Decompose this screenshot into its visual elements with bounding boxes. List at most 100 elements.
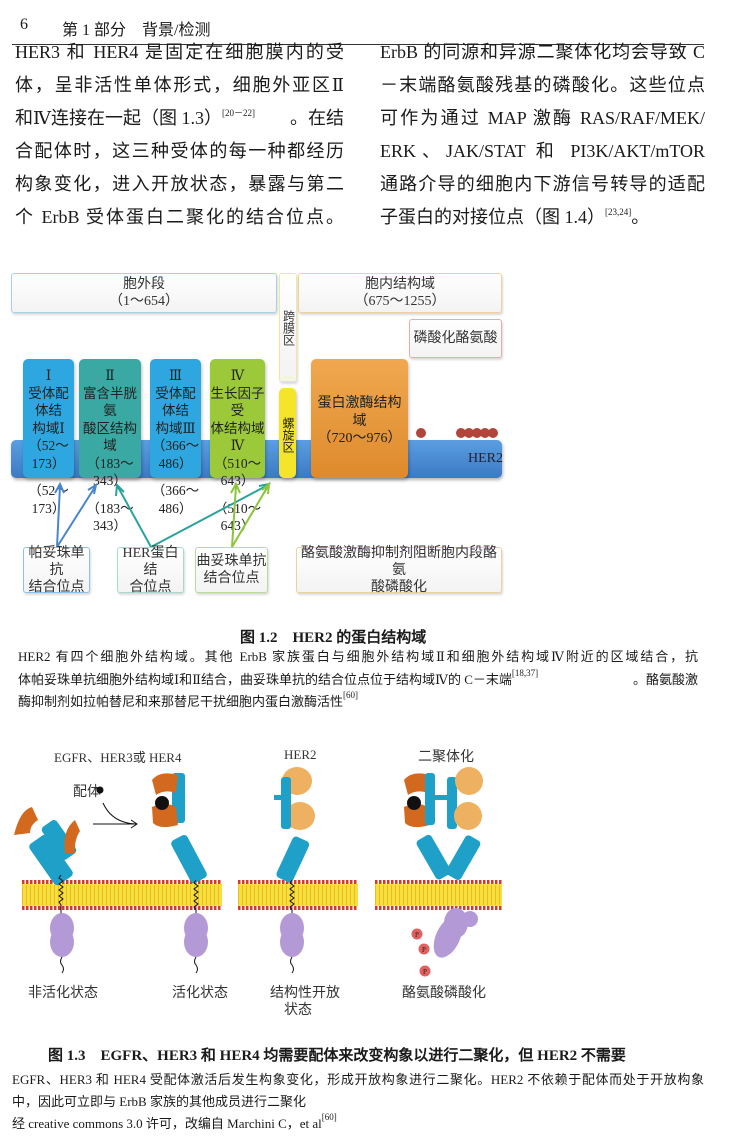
- label: 合位点: [129, 579, 172, 595]
- label: Ⅰ: [45, 368, 52, 383]
- caption-text: 酶抑制剂如拉帕替尼和来那替尼干扰细胞内蛋白激酶活性: [18, 694, 344, 709]
- figure-1-3-caption: 图 1.3 EGFR、HER3 和 HER4 均需要配体来改变构象以进行二聚化，…: [48, 1048, 626, 1064]
- active-receptor: [152, 773, 208, 974]
- tki-box: 酪氨酸激酶抑制剂阻断胞内段酪氨酸磷酸化: [296, 546, 502, 595]
- figure-1-2-caption: 图 1.2 HER2 的蛋白结构域: [240, 630, 427, 646]
- caption-line: EGFR、HER3 和 HER4 受配体激活后发生构象变化，形成开放构象进行二聚…: [12, 1072, 704, 1087]
- range: （510～643）: [213, 455, 262, 489]
- range: （52～173）: [28, 438, 69, 471]
- phospho-dot: [464, 428, 474, 438]
- caption-line: 体帕妥珠单抗细胞外结构域Ⅰ和Ⅱ结合，曲妥珠单抗的结合位点位于结构域Ⅳ的 C－末端…: [18, 668, 698, 689]
- range: （720～976）: [317, 431, 402, 446]
- her-binding-arrows: [115, 482, 271, 548]
- label: 蛋白激酶结构域: [317, 396, 402, 429]
- label: 构域Ⅲ: [155, 420, 196, 436]
- label: 受体配体结: [155, 385, 196, 419]
- body-text: 和Ⅳ连接在一起（图 1.3）: [15, 108, 222, 128]
- kinase-domain: 蛋白激酶结构域 （720～976）: [311, 359, 408, 478]
- phospho-dot: [488, 428, 498, 438]
- label: 酸区结构域: [83, 420, 137, 454]
- her-binding-site: HER蛋白结合位点: [117, 545, 184, 595]
- label: Ⅳ: [230, 368, 245, 383]
- range: （366～486）: [151, 438, 200, 471]
- extracellular-box: 胞外段 （1～654）: [11, 273, 277, 313]
- body-text: 。在结: [290, 108, 344, 128]
- label: 结合位点: [203, 571, 260, 586]
- body-line: 个 ErbB 受体蛋白二聚化的结合位点。: [15, 207, 344, 227]
- label: 帕妥珠单抗: [28, 545, 85, 578]
- p-label: P: [422, 946, 426, 954]
- caption-line: HER2 有四个细胞外结构域。其他 ErbB 家族蛋白与细胞外结构域Ⅱ和细胞外结…: [18, 649, 698, 664]
- p-label: P: [415, 931, 419, 939]
- body-text: 。: [631, 207, 650, 227]
- label: 构域Ⅰ: [32, 420, 65, 436]
- receptor-diagram: P P P: [14, 767, 502, 977]
- state-open: 结构性开放: [270, 986, 340, 1001]
- caption-line: 经 creative commons 3.0 许可，改编自 Marchini C…: [12, 1112, 692, 1133]
- label: 酸磷酸化: [371, 579, 427, 595]
- her2-bar-label: HER2: [468, 451, 503, 466]
- her2-receptor: [274, 767, 315, 974]
- caption-text: 经 creative commons 3.0 许可，改编自 Marchini C…: [12, 1116, 322, 1131]
- label: Ⅱ: [105, 368, 115, 383]
- label: Ⅲ: [168, 368, 183, 383]
- caption-text: 体帕妥珠单抗细胞外结构域Ⅰ和Ⅱ结合，曲妥珠单抗的结合位点位于结构域Ⅳ的 C－末端: [18, 672, 512, 687]
- membrane-right: [375, 880, 502, 910]
- membrane-middle: [238, 880, 358, 910]
- citation: [60]: [321, 1112, 337, 1122]
- state-open-2: 状态: [284, 1003, 312, 1018]
- caption-line: 中，因此可立即与 ErbB 家族的其他成员进行二聚化: [12, 1094, 306, 1109]
- body-line: 构象变化，进入开放状态，暴露与第二: [15, 174, 344, 194]
- body-line: 体，呈非活性单体形式，细胞外亚区Ⅱ: [15, 75, 344, 95]
- range: （366～486）: [151, 483, 200, 516]
- phospho-dot: [416, 428, 426, 438]
- phospho-dots: [416, 428, 498, 438]
- caption-line: 酶抑制剂如拉帕替尼和来那替尼干扰细胞内蛋白激酶活性[60]: [18, 691, 698, 711]
- body-line: ErbB 的同源和异源二聚体化均会导致 C: [380, 42, 705, 62]
- label: 结合位点: [28, 579, 85, 595]
- intracellular-box: 胞内结构域 （675～1255）: [298, 273, 502, 313]
- p-label: P: [423, 968, 427, 976]
- inactive-receptor: [14, 807, 80, 974]
- helix-region: 螺旋区: [279, 388, 296, 478]
- caption-text: 。酪氨酸激: [632, 672, 698, 687]
- phospho-labels: P P P: [415, 931, 427, 976]
- membrane-left: [22, 880, 222, 910]
- label: 胞外段: [123, 277, 165, 292]
- range: （183～343）: [86, 455, 134, 489]
- figure2-overlay: [54, 428, 498, 548]
- phospho-dot: [456, 428, 466, 438]
- running-header: 第 1 部分 背景/检测: [62, 22, 211, 39]
- state-phospho: 酪氨酸磷酸化: [402, 986, 486, 1001]
- body-text: 子蛋白的对接位点（图 1.4）: [380, 207, 605, 227]
- label: 胞内结构域: [365, 277, 435, 292]
- range: （675～1255）: [354, 294, 446, 309]
- body-line: 可作为通过 MAP 激酶 RAS/RAF/MEK/: [380, 108, 705, 128]
- header-rule: [12, 44, 704, 45]
- citation: [18,37]: [511, 668, 539, 678]
- body-line: 通路介导的细胞内下游信号转导的适配: [380, 174, 705, 194]
- range: （183～343）: [86, 500, 134, 534]
- phospho-dot: [472, 428, 482, 438]
- body-line: －末端酪氨酸残基的磷酸化。这些位点: [380, 75, 705, 95]
- arrow-icon: [93, 802, 138, 829]
- label: 曲妥珠单抗: [196, 554, 267, 569]
- dimer-receptor: [404, 767, 483, 977]
- trastuzumab-binding-site: 曲妥珠单抗结合位点: [195, 547, 268, 593]
- transmembrane-box: 跨膜区: [279, 273, 297, 382]
- range: （1～654）: [109, 294, 179, 309]
- dimerization-label: 二聚体化: [418, 750, 474, 765]
- label: HER蛋白结: [122, 545, 179, 578]
- egfr-label: EGFR、HER3或 HER4: [54, 750, 182, 765]
- body-line: 合配体时，这三种受体的每一种都经历: [15, 141, 344, 161]
- ligand-label: 配体: [73, 785, 101, 800]
- body-line: 子蛋白的对接位点（图 1.4）[23,24]。: [380, 205, 705, 229]
- label: 生长因子受: [210, 385, 265, 419]
- pertuzumab-binding-site: 帕妥珠单抗结合位点: [23, 545, 90, 595]
- body-line: 和Ⅳ连接在一起（图 1.3）[20－22]。在结: [15, 106, 344, 130]
- trastuzumab-arrows: [230, 481, 271, 548]
- citation: [23,24]: [605, 207, 632, 217]
- her2-label: HER2: [284, 747, 317, 762]
- label: 富含半胱氨: [83, 385, 137, 419]
